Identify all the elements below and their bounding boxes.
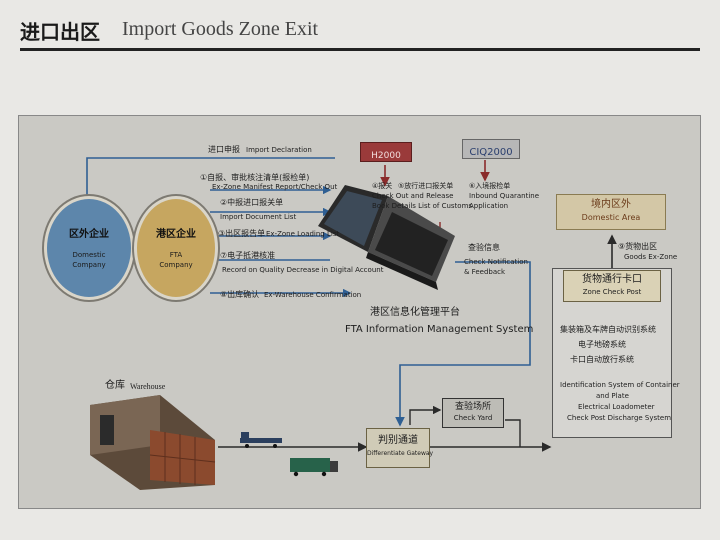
check-post-sys-en-2: and Plate <box>596 392 629 400</box>
check-yard-en: Check Yard <box>453 414 493 422</box>
domestic-area-cn: 境内区外 <box>591 199 631 210</box>
step-1-en: Ex-Zone Manifest Report/Check Out <box>212 183 338 191</box>
customs-note-1-en-1: Check Out and Release <box>372 192 454 200</box>
title-chinese: 进口出区 <box>20 20 100 44</box>
domestic-area-en: Domestic Area <box>581 213 641 222</box>
customs-note-1-cn: ④报关 <box>372 182 393 190</box>
warehouse-illustration <box>90 395 216 490</box>
step-3-cn: ③出区报告单 <box>218 229 266 238</box>
step-2-en: Import Document List <box>220 213 297 221</box>
warehouse-en: Warehouse <box>130 382 166 391</box>
check-info-en-1: Check Notification <box>464 258 528 266</box>
check-yard-cn: 查验场所 <box>454 402 491 412</box>
warehouse-cn: 仓库 <box>105 380 125 391</box>
customs-note-3-en-2: Application <box>469 202 509 210</box>
step-4-en: Record on Quality Decrease in Digital Ac… <box>222 266 384 274</box>
domestic-company-cn: 区外企业 <box>69 229 109 240</box>
slide-header: 进口出区 Import Goods Zone Exit <box>0 0 720 51</box>
customs-note-3-cn: ⑥入境报检单 <box>469 182 511 190</box>
arrow-system-to-checkpost <box>395 261 531 427</box>
domestic-company-circle: 区外企业 Domestic Company <box>44 196 134 300</box>
import-declaration-cn: 进口申报 <box>208 145 240 154</box>
domestic-area-box: 境内区外 Domestic Area <box>556 194 666 230</box>
truck-flatbed <box>240 432 282 448</box>
check-post-sys-en-3: Electrical Loadometer <box>578 403 655 411</box>
laptop-illustration <box>318 185 455 290</box>
arrow-gateway-to-yard <box>409 405 442 425</box>
fta-system-en: FTA Information Management System <box>345 324 534 335</box>
ciq2000-badge: CIQ2000 <box>462 139 520 159</box>
import-declaration-en: Import Declaration <box>246 146 312 154</box>
fta-system-cn: 港区信息化管理平台 <box>370 307 460 318</box>
gateway-cn: 判别通道 <box>378 435 418 446</box>
arrow-yard-to-route <box>505 419 521 447</box>
goods-exit-en: Goods Ex-Zone <box>624 253 678 261</box>
check-post-header: 货物通行卡口 Zone Check Post <box>563 270 661 302</box>
fta-company-en-1: FTA <box>169 251 183 259</box>
domestic-company-en-1: Domestic <box>72 251 106 259</box>
fta-company-circle: 港区企业 FTA Company <box>134 196 218 300</box>
fta-company-en-2: Company <box>159 261 193 269</box>
check-post-en: Zone Check Post <box>582 288 642 296</box>
check-info-en-2: & Feedback <box>464 268 506 276</box>
check-post-sys-cn-1: 集装箱及车牌自动识别系统 <box>560 325 656 334</box>
check-post-sys-en-1: Identification System of Container <box>560 381 680 389</box>
differentiate-gateway-box: 判别通道 Differentiate Gateway <box>366 428 434 468</box>
customs-note-1-en-2: Book Details List of Customs <box>372 202 473 210</box>
title-english: Import Goods Zone Exit <box>122 18 319 40</box>
h2000-badge: H2000 <box>360 142 412 162</box>
step-1-cn: ①自报、审批核注清单(报检单) <box>200 173 310 182</box>
step-3-en: Ex-Zone Loading List <box>266 230 340 238</box>
customs-note-2-cn: ⑤放行进口报关单 <box>398 182 454 190</box>
check-post-sys-cn-2: 电子地磅系统 <box>578 340 626 349</box>
fta-company-cn: 港区企业 <box>156 229 196 240</box>
step-4-cn: ⑦电子抵港核准 <box>220 251 276 260</box>
truck-container <box>290 458 338 477</box>
goods-exit-cn: ⑨货物出区 <box>618 242 658 251</box>
check-post-sys-en-4: Check Post Discharge System <box>567 414 672 422</box>
step-5-cn: ⑧出库确认 <box>220 290 260 299</box>
check-yard-box: 查验场所 Check Yard <box>442 398 504 428</box>
check-post-cn: 货物通行卡口 <box>582 274 642 285</box>
header-rule <box>20 48 700 51</box>
check-post-sys-cn-3: 卡口自动放行系统 <box>570 355 634 364</box>
step-5-en: Ex-Warehouse Confirmation <box>264 291 362 299</box>
step-2-cn: ②中报进口报关单 <box>220 198 284 207</box>
check-info-cn: 查验信息 <box>468 243 500 252</box>
gateway-en: Differentiate Gateway <box>367 450 434 457</box>
customs-note-3-en-1: Inbound Quarantine <box>469 192 540 200</box>
domestic-company-en-2: Company <box>72 261 106 269</box>
